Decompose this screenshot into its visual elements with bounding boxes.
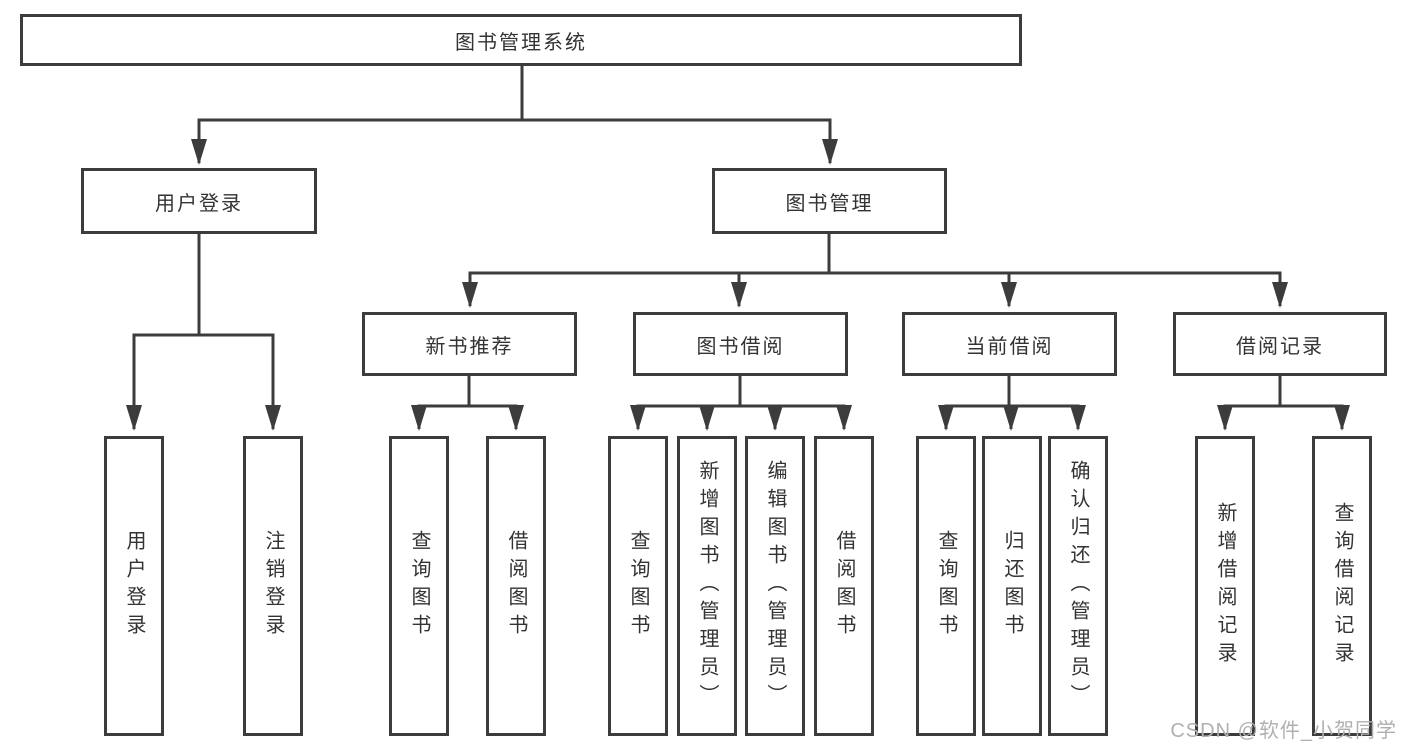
node-label: 用户登录: [123, 530, 145, 642]
node-book-management: 图书管理: [712, 168, 947, 234]
node-borrowing-records: 借阅记录: [1173, 312, 1387, 376]
node-label: 编辑图书（管理员）: [764, 460, 786, 712]
arrow-lines: [126, 120, 1350, 431]
branch-lines: [132, 64, 1344, 408]
node-label: 确认归还（管理员）: [1067, 460, 1089, 712]
node-label: 查询图书: [935, 530, 957, 642]
leaf-return-books: 归还图书: [982, 436, 1042, 736]
node-label: 图书借阅: [696, 335, 785, 358]
node-label: 用户登录: [155, 192, 243, 215]
node-label: 注销登录: [262, 530, 284, 642]
node-label: 图书管理: [785, 192, 874, 215]
leaf-logout: 注销登录: [243, 436, 303, 736]
leaf-query-books-borrowing: 查询图书: [608, 436, 668, 736]
node-label: 查询借阅记录: [1331, 502, 1353, 670]
node-new-book-recommend: 新书推荐: [362, 312, 577, 376]
leaf-borrow-books: 借阅图书: [814, 436, 874, 736]
node-label: 当前借阅: [965, 335, 1054, 358]
node-label: 新增借阅记录: [1214, 502, 1236, 670]
node-label: 查询图书: [408, 530, 430, 642]
node-label: 归还图书: [1001, 530, 1023, 642]
node-label: 借阅图书: [833, 530, 855, 642]
node-label: 借阅记录: [1236, 335, 1324, 358]
leaf-query-books-recommend: 查询图书: [389, 436, 449, 736]
leaf-borrow-books-recommend: 借阅图书: [486, 436, 546, 736]
leaf-confirm-return-admin: 确认归还（管理员）: [1048, 436, 1108, 736]
node-label: 图书管理系统: [455, 31, 587, 54]
leaf-add-book-admin: 新增图书（管理员）: [677, 436, 737, 736]
node-current-borrowing: 当前借阅: [902, 312, 1117, 376]
node-label: 新增图书（管理员）: [696, 460, 718, 712]
leaf-query-books-current: 查询图书: [916, 436, 976, 736]
node-book-borrowing: 图书借阅: [633, 312, 848, 376]
node-user-login: 用户登录: [81, 168, 317, 234]
csdn-watermark: CSDN @软件_小贺同学: [1170, 720, 1397, 742]
node-label: 借阅图书: [505, 530, 527, 642]
node-library-management-system: 图书管理系统: [20, 14, 1022, 66]
leaf-add-borrowing-record: 新增借阅记录: [1195, 436, 1255, 736]
node-label: 查询图书: [627, 530, 649, 642]
leaf-query-borrowing-record: 查询借阅记录: [1312, 436, 1372, 736]
leaf-edit-book-admin: 编辑图书（管理员）: [745, 436, 805, 736]
leaf-user-login: 用户登录: [104, 436, 164, 736]
node-label: 新书推荐: [425, 335, 514, 358]
